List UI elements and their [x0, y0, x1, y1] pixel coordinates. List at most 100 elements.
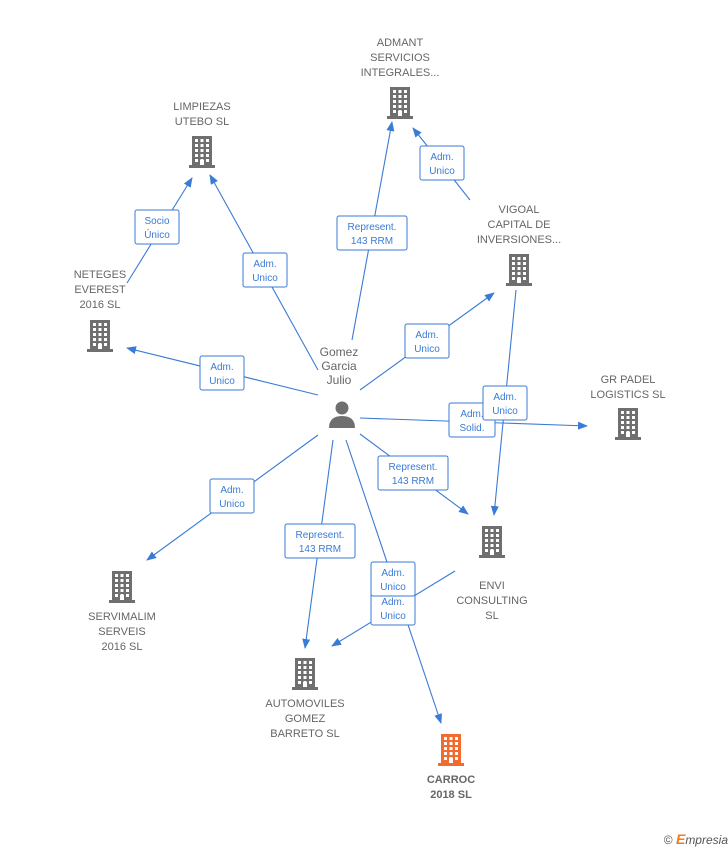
- company-node-envi[interactable]: ENVI CONSULTING SL: [456, 526, 528, 622]
- company-name-line: ENVI: [479, 580, 505, 592]
- company-node-automoviles[interactable]: AUTOMOVILES GOMEZ BARRETO SL: [265, 658, 345, 740]
- company-name-line: BARRETO SL: [270, 728, 340, 740]
- edge-label-text: Adm.: [253, 259, 276, 270]
- edge-label-box: [419, 145, 465, 181]
- edge-label-text: 143 RRM: [392, 476, 434, 487]
- person-icon: [329, 401, 355, 428]
- edge-label-envi-to-automoviles[interactable]: Adm. Unico: [370, 590, 416, 626]
- company-name-line: CONSULTING: [456, 595, 527, 607]
- edge-label-text: Unico: [252, 273, 278, 284]
- company-name-line: CARROC: [427, 774, 475, 786]
- edge-label-text: Solid.: [459, 423, 484, 434]
- building-icon: [189, 136, 215, 168]
- edge-label-text: Unico: [492, 406, 518, 417]
- edge-label-vigoal-to-envi[interactable]: Adm. Unico: [482, 385, 528, 421]
- company-name-line: SL: [485, 610, 498, 622]
- company-node-limpiezas[interactable]: LIMPIEZAS UTEBO SL: [173, 101, 231, 168]
- company-name-line: GR PADEL: [601, 374, 656, 386]
- company-node-vigoal[interactable]: VIGOAL CAPITAL DE INVERSIONES...: [477, 204, 561, 286]
- edge-label-text: Unico: [209, 376, 235, 387]
- edge-label-box: [370, 561, 416, 597]
- edge-label-text: 143 RRM: [299, 544, 341, 555]
- edge-label-vigoal-to-admant[interactable]: Adm. Unico: [419, 145, 465, 181]
- company-name-line: SERVIMALIM: [88, 611, 156, 623]
- building-icon: [87, 320, 113, 352]
- edge-label-text: Unico: [219, 499, 245, 510]
- company-name-line: SERVEIS: [98, 626, 146, 638]
- company-node-neteges[interactable]: NETEGES EVEREST 2016 SL: [74, 269, 127, 352]
- edge-label-text: Adm.: [381, 597, 404, 608]
- brand-initial: E: [675, 831, 686, 847]
- edge-label-box: [199, 355, 245, 391]
- company-name-line: CAPITAL DE: [488, 219, 551, 231]
- edge-label-text: Unico: [429, 166, 455, 177]
- edge-label-person-to-neteges[interactable]: Adm. Unico: [199, 355, 245, 391]
- company-name-line: VIGOAL: [499, 204, 540, 216]
- company-name-line: 2016 SL: [80, 299, 121, 311]
- company-name-line: SERVICIOS: [370, 52, 430, 64]
- edge-label-text: 143 RRM: [351, 236, 393, 247]
- edge-label-person-to-carroc[interactable]: Adm. Unico: [370, 561, 416, 597]
- person-name-line: Garcia: [321, 359, 357, 373]
- company-name-line: INVERSIONES...: [477, 234, 561, 246]
- brand-name: mpresia: [685, 833, 728, 847]
- edge-label-box: [336, 215, 408, 251]
- edge-label-person-to-limpiezas[interactable]: Adm. Unico: [242, 252, 288, 288]
- building-icon: [387, 87, 413, 119]
- edge-label-text: Adm.: [460, 409, 483, 420]
- edge-label-text: Adm.: [430, 152, 453, 163]
- company-node-carroc[interactable]: CARROC 2018 SL: [427, 734, 475, 801]
- edge-label-box: [134, 209, 180, 245]
- edge-label-text: Represent.: [389, 462, 438, 473]
- edge-label-text: Represent.: [348, 222, 397, 233]
- company-name-line: AUTOMOVILES: [265, 698, 344, 710]
- edge-labels-layer: Represent.143 RRMAdm.UnicoAdm.UnicoSocio…: [134, 145, 528, 626]
- company-name-line: 2018 SL: [430, 789, 472, 801]
- edge-label-box: [482, 385, 528, 421]
- company-name-line: INTEGRALES...: [361, 67, 440, 79]
- edge-label-text: Unico: [380, 611, 406, 622]
- company-node-servimalim[interactable]: SERVIMALIM SERVEIS 2016 SL: [88, 571, 156, 653]
- edge-label-text: Adm.: [381, 568, 404, 579]
- company-node-admant[interactable]: ADMANTSERVICIOSINTEGRALES...: [361, 37, 440, 119]
- footer-brand: © Empresia: [664, 831, 728, 847]
- edge-label-person-to-vigoal[interactable]: Adm. Unico: [404, 323, 450, 359]
- edge-label-text: Represent.: [296, 530, 345, 541]
- edge-label-text: Unico: [414, 344, 440, 355]
- edge-label-box: [284, 523, 356, 559]
- company-name-line: UTEBO SL: [175, 116, 229, 128]
- edge-label-text: Adm.: [415, 330, 438, 341]
- company-name-line: 2016 SL: [102, 641, 143, 653]
- edge-label-box: [209, 478, 255, 514]
- building-icon: [438, 734, 464, 766]
- edge-label-person-to-automoviles[interactable]: Represent. 143 RRM: [284, 523, 356, 559]
- nodes-layer: ADMANTSERVICIOSINTEGRALES...LIMPIEZASUTE…: [74, 37, 666, 801]
- company-name-line: GOMEZ: [285, 713, 326, 725]
- edge-label-box: [242, 252, 288, 288]
- company-name-line: LOGISTICS SL: [590, 389, 665, 401]
- person-name-line: Julio: [327, 373, 352, 387]
- company-node-grpadel[interactable]: GR PADEL LOGISTICS SL: [590, 374, 666, 440]
- edge-label-person-to-servimalim[interactable]: Adm. Unico: [209, 478, 255, 514]
- edge-label-box: [377, 455, 449, 491]
- company-name-line: LIMPIEZAS: [173, 101, 230, 113]
- copyright-symbol: ©: [663, 833, 673, 847]
- edge-label-text: Adm.: [493, 392, 516, 403]
- person-name-line: Gomez: [320, 345, 359, 359]
- edge-label-text: Socio: [144, 216, 169, 227]
- edge-label-person-to-admant[interactable]: Represent. 143 RRM: [336, 215, 408, 251]
- edge-label-text: Unico: [380, 582, 406, 593]
- edge-label-text: Único: [144, 228, 170, 241]
- edge-label-text: Adm.: [210, 362, 233, 373]
- edge-label-person-to-envi[interactable]: Represent. 143 RRM: [377, 455, 449, 491]
- building-icon: [109, 571, 135, 603]
- building-icon: [615, 408, 641, 440]
- company-name-line: NETEGES: [74, 269, 127, 281]
- company-name-line: EVEREST: [74, 284, 126, 296]
- building-icon: [292, 658, 318, 690]
- building-icon: [479, 526, 505, 558]
- edge-label-text: Adm.: [220, 485, 243, 496]
